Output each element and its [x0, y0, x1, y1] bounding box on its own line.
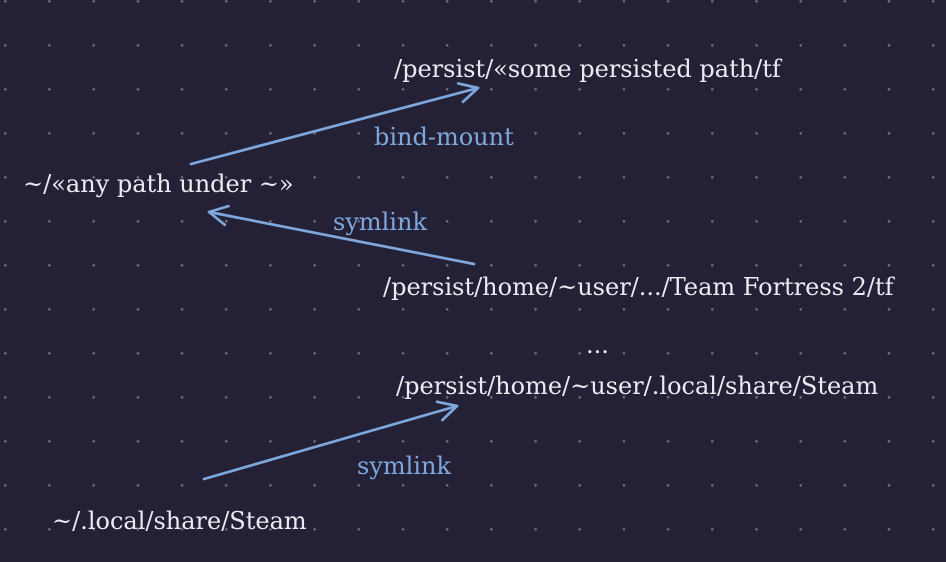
- symlink-upper-label: symlink: [333, 208, 427, 236]
- node-persist-steam-path: /persist/home/~user/.local/share/Steam: [396, 372, 879, 400]
- node-persist-team-fortress-path: /persist/home/~user/.../Team Fortress 2/…: [383, 273, 894, 301]
- bind-mount-label: bind-mount: [374, 123, 514, 151]
- node-ellipsis: ...: [586, 331, 609, 359]
- node-home-steam-path: ~/.local/share/Steam: [52, 507, 307, 535]
- node-persist-some-path: /persist/«some persisted path/tf: [394, 55, 781, 83]
- symlink-lower-label: symlink: [357, 452, 451, 480]
- node-any-path-under-home: ~/«any path under ~»: [23, 170, 294, 198]
